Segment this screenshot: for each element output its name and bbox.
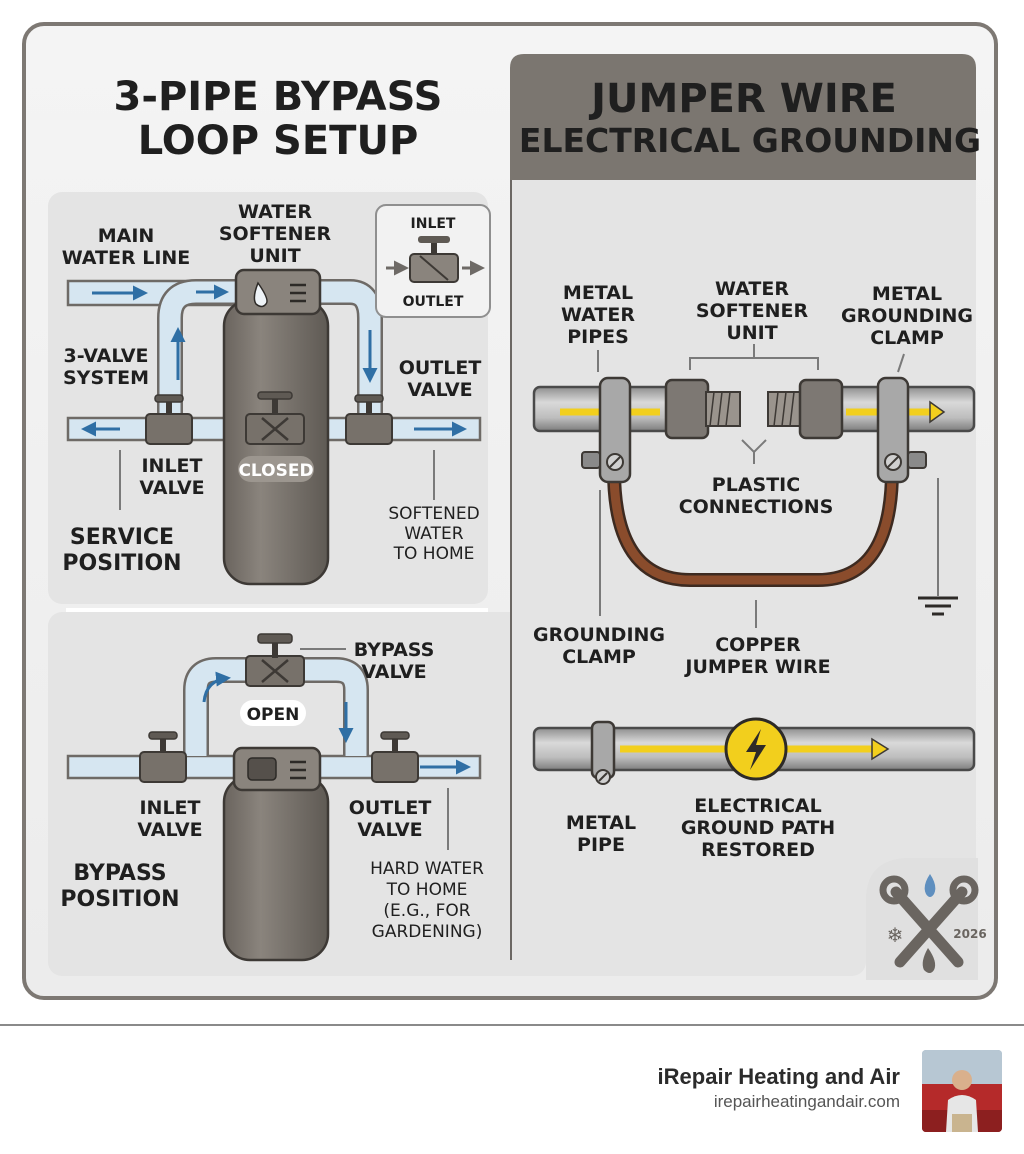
metal-pipes-label-3: PIPES [567, 326, 629, 348]
wrench-icon [879, 875, 979, 968]
inlet-valve-icon [145, 394, 193, 445]
ground-symbol-icon [918, 478, 958, 616]
bypass-inlet-label-1: INLET [139, 797, 200, 819]
bypass-valve-closed-icon [245, 391, 305, 445]
plastic-connections-label-2: CONNECTIONS [679, 496, 834, 518]
outlet-valve-icon [345, 394, 393, 445]
diagram-canvas: 3-PIPE BYPASS LOOP SETUP [48, 54, 987, 980]
hard-water-label-3: (E.G., FOR [383, 901, 470, 921]
metal-pipes-label-2: WATER [561, 304, 635, 326]
grounding-clamp-label-1: METAL [872, 283, 942, 305]
service-diagram: CLOSED INLET OUTLET MAIN WATER LINE WATE… [62, 201, 491, 586]
metal-pipes-label-1: METAL [563, 282, 633, 304]
badge-year: 2026 [953, 927, 986, 941]
bypass-position-label-1: BYPASS [73, 861, 166, 886]
inlet-valve-label-1: INLET [141, 455, 202, 477]
softener-tank [222, 774, 330, 962]
snowflake-icon: ❄ [887, 923, 904, 947]
copper-jumper-label-2: JUMPER WIRE [683, 656, 830, 678]
inlet-valve-label-2: VALVE [139, 477, 204, 499]
plastic-fitting-left [664, 378, 710, 440]
grounding-clamp-label-3: CLAMP [870, 327, 944, 349]
lower-grounding-clamp-label-2: CLAMP [562, 646, 636, 668]
bypass-diagram: OPEN BYPASS VALVE INLET VALVE OUTLET VAL… [60, 633, 484, 962]
hard-water-label-2: TO HOME [386, 880, 468, 900]
right-softener-label-1: WATER [715, 278, 789, 300]
lower-grounding-clamp-label-1: GROUNDING [533, 624, 665, 646]
ground-path-diagram: METAL PIPE ELECTRICAL GROUND PATH RESTOR… [532, 717, 976, 861]
water-drop-icon [253, 281, 268, 308]
closed-label: CLOSED [238, 461, 313, 481]
flow-arrow [202, 671, 231, 703]
technician-photo [922, 1050, 1002, 1132]
softener-label-3: UNIT [249, 245, 300, 267]
jumper-wire-diagram: METAL WATER PIPES WATER SOFTENER UNIT ME… [532, 278, 976, 678]
metal-pipe-label-2: PIPE [577, 834, 625, 856]
bypass-outlet-label-1: OUTLET [349, 797, 432, 819]
display-icon [247, 757, 277, 781]
bypass-valve-label-2: VALVE [361, 661, 426, 683]
bypass-valve-open-icon [245, 633, 305, 687]
softened-label-3: TO HOME [393, 544, 475, 564]
three-valve-label-1: 3-VALVE [63, 345, 148, 367]
right-softener-label-2: SOFTENER [696, 300, 809, 322]
inset-inlet-label: INLET [411, 216, 456, 232]
bypass-position-label-2: POSITION [60, 887, 179, 912]
brand-url[interactable]: irepairheatingandair.com [713, 1092, 900, 1111]
service-position-label-1: SERVICE [70, 525, 174, 550]
softener-head [232, 746, 322, 792]
ground-path-label-1: ELECTRICAL [694, 795, 821, 817]
grounding-clamp-label-2: GROUNDING [841, 305, 973, 327]
closed-pill [238, 456, 314, 482]
main-water-line-label-2: WATER LINE [62, 247, 191, 269]
softener-head [234, 268, 322, 316]
right-softener-label-3: UNIT [726, 322, 777, 344]
inset-outlet-label: OUTLET [403, 294, 464, 310]
right-title-line2: ELECTRICAL GROUNDING [519, 121, 981, 160]
outlet-valve-label-1: OUTLET [399, 357, 482, 379]
ground-path-label-3: RESTORED [701, 839, 815, 861]
grounding-clamp-left-icon [581, 376, 632, 484]
softened-label-1: SOFTENED [388, 504, 479, 524]
grounding-clamp-right-icon [876, 376, 927, 484]
softened-label-2: WATER [404, 524, 463, 544]
main-water-line-label-1: MAIN [98, 225, 155, 247]
ground-path-label-2: GROUND PATH [681, 817, 835, 839]
water-drop-icon [922, 948, 936, 973]
brand-badge: ❄ 2026 [866, 858, 987, 980]
left-title-line1: 3-PIPE BYPASS [114, 74, 443, 120]
hard-water-label-4: GARDENING) [372, 922, 483, 942]
plastic-connections-label-1: PLASTIC [712, 474, 800, 496]
pipe-clamp-icon [590, 720, 616, 785]
softener-label-1: WATER [238, 201, 312, 223]
right-title-line1: JUMPER WIRE [588, 76, 897, 122]
open-label: OPEN [247, 705, 300, 725]
outlet-valve-icon [371, 731, 419, 783]
copper-jumper-label-1: COPPER [715, 634, 801, 656]
inlet-valve-icon [139, 731, 187, 783]
lightning-bolt-icon [724, 717, 788, 781]
softener-label-2: SOFTENER [219, 223, 332, 245]
bypass-valve-label-1: BYPASS [354, 639, 435, 661]
metal-pipe-label-1: METAL [566, 812, 636, 834]
current-arrow [929, 400, 946, 424]
brand-name[interactable]: iRepair Heating and Air [657, 1064, 900, 1089]
outlet-valve-label-2: VALVE [407, 379, 472, 401]
hard-water-label-1: HARD WATER [370, 859, 484, 879]
right-panel: JUMPER WIRE ELECTRICAL GROUNDING [510, 54, 981, 960]
three-valve-label-2: SYSTEM [63, 367, 149, 389]
bypass-outlet-label-2: VALVE [357, 819, 422, 841]
plastic-fitting-right [798, 378, 844, 440]
open-pill [240, 700, 306, 726]
footer-divider [0, 1024, 1024, 1026]
flame-icon [924, 874, 936, 897]
current-arrow [871, 737, 890, 761]
grounding-header-band [510, 54, 976, 180]
inset-valve-diagram: INLET OUTLET [375, 204, 491, 318]
left-title-line2: LOOP SETUP [138, 118, 419, 164]
bypass-inlet-label-2: VALVE [137, 819, 202, 841]
service-position-label-2: POSITION [62, 551, 181, 576]
